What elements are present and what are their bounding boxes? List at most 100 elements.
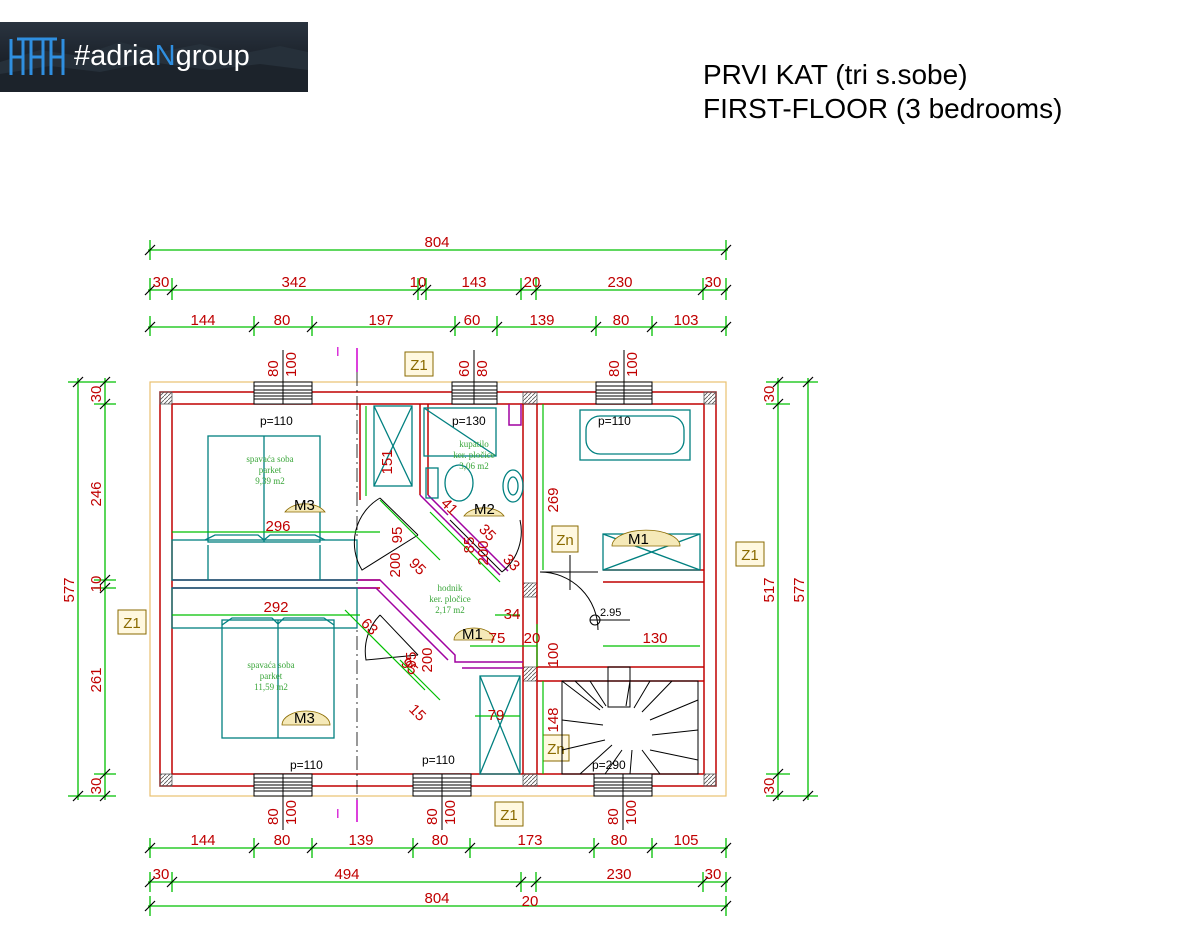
dim-bot-r1-1: 144 [190,832,215,849]
window-label-3b: 100 [624,352,641,377]
dim-right-seg-2: 30 [761,778,778,795]
window-label-6b: 100 [623,800,640,825]
dim-bot-r2-2: 494 [334,866,359,883]
dim-left-seg-2: 246 [88,481,105,506]
inner-dim-200a: 200 [387,552,404,577]
room-hallway-area: 2,17 m2 [435,605,465,615]
window-label-2b: 80 [474,360,491,377]
window-label-6a: 80 [605,808,622,825]
door-mark-m1-right: M1 [628,531,649,548]
dim-right-total: 577 [791,577,808,602]
door-mark-m3-top: M3 [294,497,315,514]
bottom-dimension-lines [144,838,732,916]
dim-top-r2-4: 143 [461,274,486,291]
dim-bot-r1-2: 80 [274,832,291,849]
side-dimension-lines [68,376,818,802]
level-marker-value: 2.95 [600,607,621,619]
room-labels: spavaća soba parket 9,39 m2 kupatilo ker… [246,439,494,692]
logo-mark-icon [9,37,65,75]
door-marks: M3 M2 M1 M1 M3 [281,497,681,727]
sill-label-6: p=290 [592,758,626,772]
room-hallway-name: hodnik [437,583,463,593]
top-dimension-texts: 804 30 342 10 143 20 230 30 144 80 197 6… [153,234,722,329]
sill-label-3: p=110 [598,414,631,428]
door-mark-m2: M2 [474,501,495,518]
windows [253,350,653,830]
dim-top-r3-5: 139 [529,312,554,329]
door-mark-m1-hall: M1 [462,626,483,643]
inner-dim-200c: 200 [419,647,436,672]
door-hall-bottom [364,614,419,661]
dim-bot-r1-5: 173 [517,832,542,849]
dim-left-seg-1: 30 [88,386,105,403]
dim-top-r3-1: 144 [190,312,215,329]
inner-dim-269: 269 [545,487,562,512]
company-logo: #adriaNgroup [0,22,308,92]
doors [353,497,599,661]
inner-dim-85: 85 [461,537,478,554]
wc [425,464,524,503]
room-bedroom2-name: spavaća soba [247,660,294,670]
room-bedroom1-area: 9,39 m2 [255,476,285,486]
dim-top-r2-5: 20 [524,274,541,291]
window-label-1b: 100 [283,352,300,377]
zone-tag-left: Z1 [123,615,141,632]
zone-tag-zn-1: Zn [556,532,574,549]
bed-top [171,435,358,581]
plan-title-english: FIRST-FLOOR (3 bedrooms) [703,93,1063,124]
inner-dim-95c: 95 [405,555,429,579]
sill-label-5: p=110 [422,753,455,767]
dim-bot-total: 804 [424,890,449,907]
window-label-1a: 80 [265,360,282,377]
inner-dim-20: 20 [524,630,541,647]
dim-bot-r1-3: 139 [348,832,373,849]
room-bathroom-area: 3,06 m2 [459,461,489,471]
dim-top-r2-3: 10 [410,274,427,291]
top-dimension-lines [144,240,732,336]
sill-label-4: p=110 [290,758,323,772]
bottom-dimension-texts: 144 80 139 80 173 80 105 30 494 230 30 8… [153,832,722,910]
inner-dim-148: 148 [545,707,562,732]
room-bathroom-floor: ker. pločice [453,450,494,460]
inner-dim-151: 151 [379,449,396,474]
dim-bot-r2-3: 230 [606,866,631,883]
logo-background-mountains [0,42,308,92]
door-bath [449,519,522,573]
inner-dim-75: 75 [489,630,506,647]
level-marker [589,614,630,626]
inner-dim-100: 100 [545,642,562,667]
zone-tag-bottom: Z1 [500,807,518,824]
room-bathroom-name: kupatilo [459,439,489,449]
door-hall-top [353,497,419,571]
dim-left-total: 577 [61,577,78,602]
dim-bot-r2-4: 30 [705,866,722,883]
zone-tags [117,351,765,827]
dim-bot-extra: 20 [522,893,539,910]
dim-left-seg-3: 10 [88,576,105,593]
inner-dim-95b: 95 [403,652,420,669]
room-bedroom1-name: spavaća soba [246,454,293,464]
window-label-5a: 80 [424,808,441,825]
section-mark-bottom: I [336,806,340,821]
side-dimension-texts: 577 30 246 10 261 30 30 517 30 577 [61,386,808,795]
window-label-4b: 100 [283,800,300,825]
dim-right-seg-1: 30 [761,386,778,403]
wardrobe-hall [479,675,521,775]
bathtub [579,409,691,461]
inner-dim-200b: 200 [475,540,492,565]
dim-left-seg-5: 30 [88,778,105,795]
section-mark-top: I [336,344,340,359]
inner-dimension-texts: 296 292 151 269 95 200 85 200 95 200 41 … [263,449,667,732]
dim-top-r3-2: 80 [274,312,291,329]
dim-right-inner: 517 [761,577,778,602]
sill-label-1: p=110 [260,414,293,428]
dim-left-seg-4: 261 [88,667,105,692]
inner-dim-130: 130 [642,630,667,647]
room-hallway-floor: ker. pločice [429,594,470,604]
door-right [539,571,599,631]
dim-bot-r1-4: 80 [432,832,449,849]
dim-top-r2-7: 30 [705,274,722,291]
window-label-5b: 100 [442,800,459,825]
bed-bottom [171,587,358,739]
dim-top-r2-1: 30 [153,274,170,291]
